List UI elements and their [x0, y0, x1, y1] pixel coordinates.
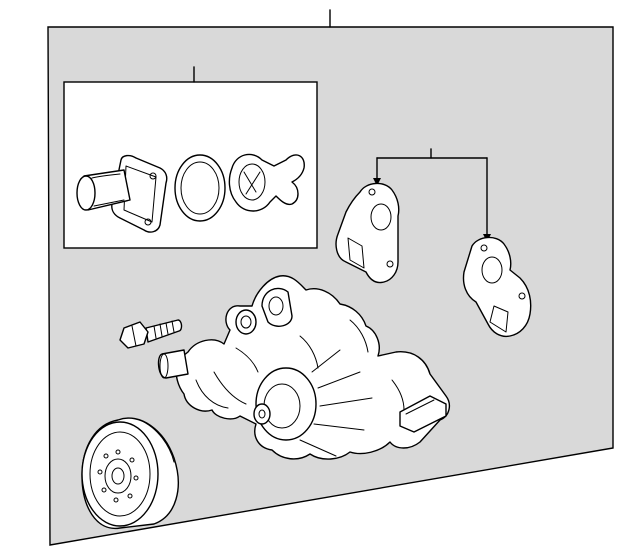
pulley-icon [81, 417, 179, 530]
thermostat-icon [228, 153, 305, 212]
thermostat-housing-icon [76, 154, 168, 233]
water-pump-icon [157, 275, 451, 460]
gasket-icon [462, 236, 532, 338]
bolt-icon [119, 319, 183, 349]
o-ring-icon [174, 154, 226, 222]
pulley-bolt-holes [97, 449, 139, 503]
gasket-icon [335, 182, 400, 284]
gasket-leader [373, 148, 491, 242]
